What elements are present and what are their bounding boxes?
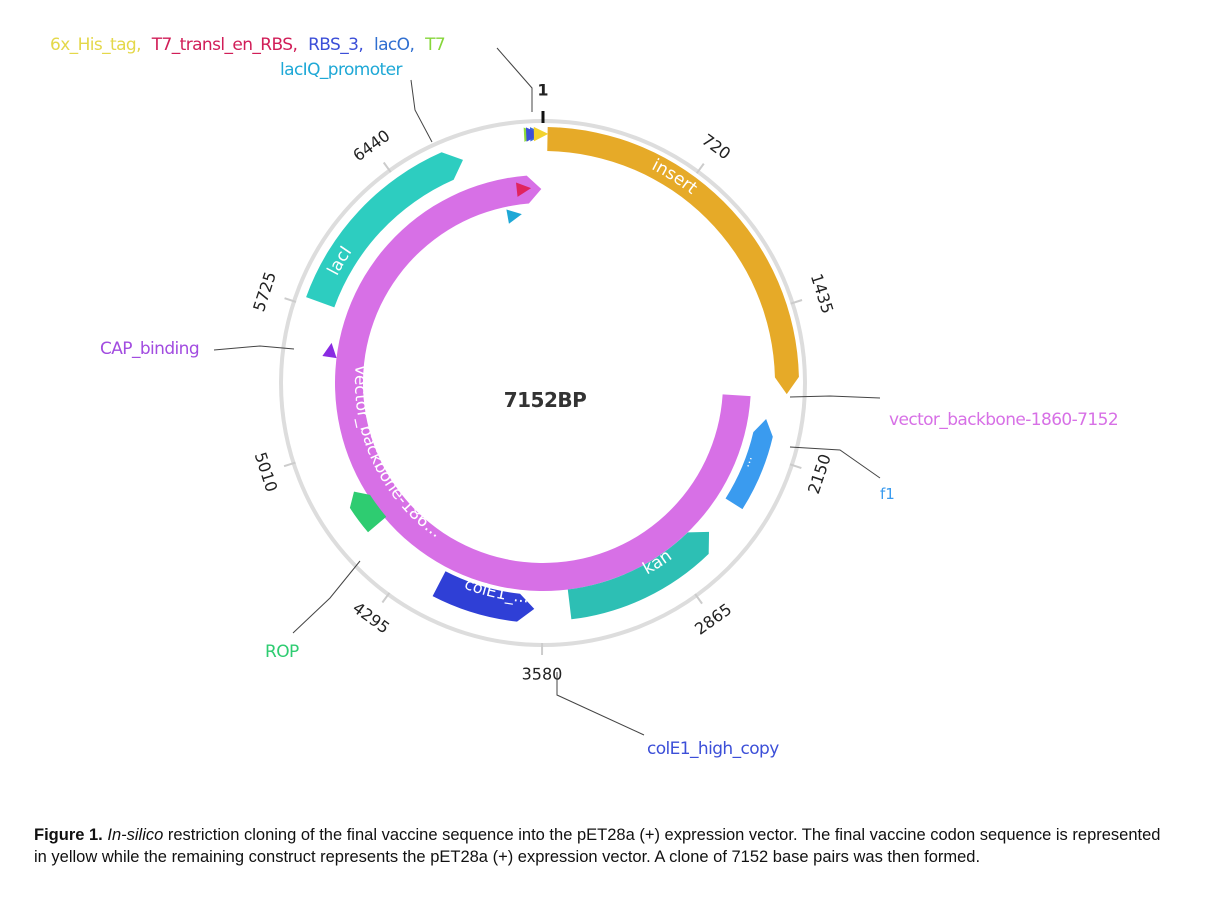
f1-label: ...: [738, 453, 755, 469]
rop-block: [349, 491, 387, 533]
marker-t7-transl-en-rbs: [516, 182, 532, 197]
label-cap-binding: CAP_binding: [100, 339, 199, 359]
tick-label: 5725: [249, 269, 280, 314]
insert-label: insert: [649, 155, 702, 199]
plasmid-length-label: 7152BP: [504, 388, 587, 412]
laci-arc: [306, 152, 463, 308]
tick-label: 6440: [349, 126, 393, 165]
vector-backbone-arc: [335, 175, 751, 592]
leader-cap-binding: [213, 345, 295, 351]
label-t7: T7: [424, 35, 445, 55]
marker-cap-binding: [322, 342, 337, 359]
label-rop: ROP: [265, 642, 299, 662]
label-cole1-high-copy: colE1_high_copy: [647, 739, 779, 759]
caption-text: restriction cloning of the final vaccine…: [34, 826, 1161, 866]
tick-mark: [790, 299, 803, 305]
f1-arc: [725, 418, 773, 510]
leader-top-features: [496, 47, 533, 112]
caption-figure-label: Figure 1.: [34, 826, 103, 844]
leader-vector-backbone: [789, 395, 881, 399]
tick-mark: [789, 463, 802, 470]
label-rbs-3: RBS_3,: [308, 35, 363, 55]
label-laco: lacO,: [374, 35, 414, 55]
tick-label: 2865: [691, 599, 735, 638]
label-t7-transl-en-rbs: T7_transl_en_RBS,: [151, 35, 298, 55]
leader-cole1-high-copy: [556, 672, 645, 736]
tick-mark: [694, 593, 703, 605]
leader-f1: [789, 446, 881, 479]
caption-italic-term: In-silico: [107, 826, 164, 844]
tick-label: 2150: [804, 452, 835, 497]
figure-caption: Figure 1. In-silico restriction cloning …: [34, 824, 1164, 868]
leader-rop: [292, 560, 361, 634]
top-feature-labels: 6x_His_tag, T7_transl_en_RBS, RBS_3, lac…: [50, 35, 445, 55]
marker-laciq-promoter: [506, 209, 522, 224]
label-vector-backbone: vector_backbone-1860-7152: [889, 410, 1118, 430]
marker-6x-his-tag: [533, 126, 549, 142]
tick-label: 1435: [807, 271, 838, 316]
label-laciq-promoter: lacIQ_promoter: [280, 60, 402, 80]
plasmid-map: 1 720 1435 2150 2865 3580 4295 5010 5725 6440 ins…: [50, 35, 1119, 759]
tick-mark: [283, 461, 296, 468]
insert-arc: [547, 127, 799, 395]
tick-mark: [695, 163, 705, 174]
tick-mark: [284, 297, 297, 303]
tick-label: 3580: [522, 664, 563, 683]
tick-label: 720: [698, 130, 734, 163]
tick-label: 1: [537, 81, 548, 100]
cole1-arc: [432, 571, 535, 622]
kan-arc: [567, 531, 710, 620]
tick-mark: [381, 592, 391, 604]
tick-mark: [382, 161, 392, 173]
feature-arcs: insertlacIvector_backbone-186...kancolE1…: [306, 127, 799, 622]
label-6x-his-tag: 6x_His_tag,: [50, 35, 141, 55]
leader-laciq-promoter: [410, 79, 433, 143]
feature-markers: [322, 126, 549, 359]
leader-lines: [213, 47, 881, 736]
label-f1: f1: [880, 485, 895, 503]
marker-rbs-3: [525, 127, 541, 142]
tick-label: 4295: [349, 598, 393, 637]
tick-label: 5010: [251, 450, 282, 495]
